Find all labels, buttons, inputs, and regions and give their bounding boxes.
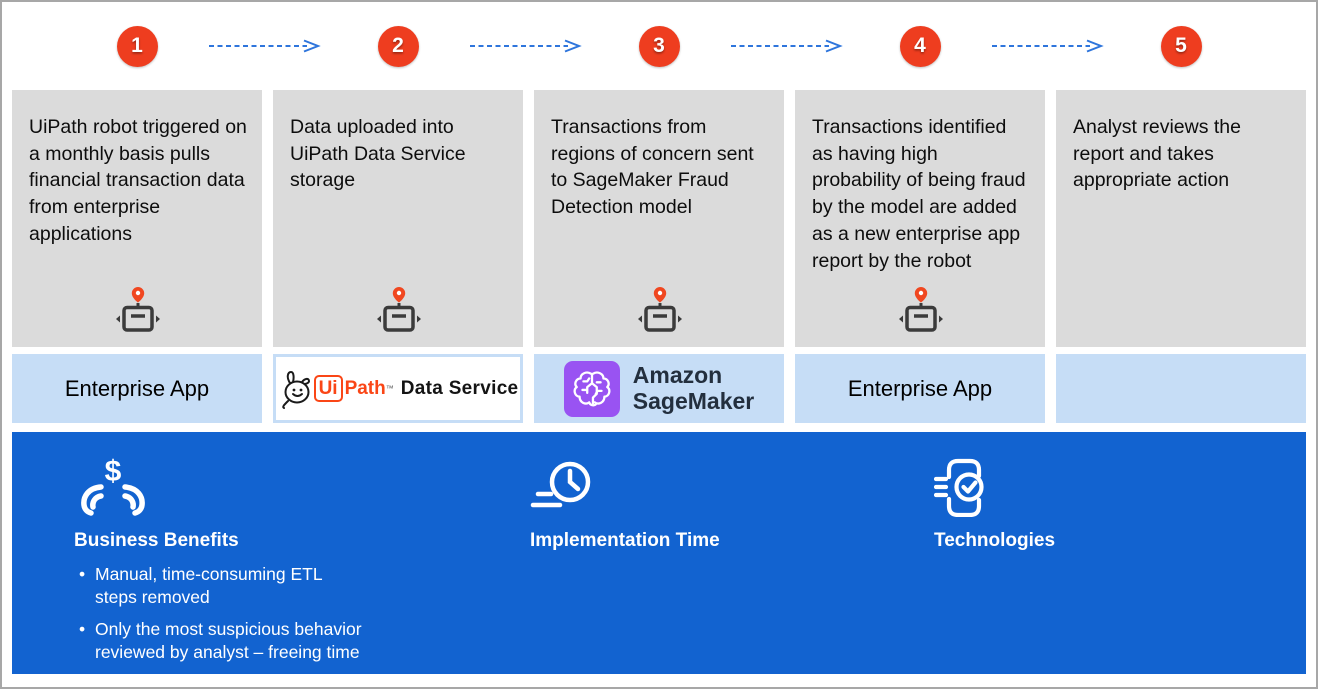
step-box-5: Analyst reviews the report and takes app… (1056, 90, 1306, 347)
benefits-bullet-list: Manual, time-consuming ETL steps removed… (74, 563, 362, 664)
uipath-path-text: Path (344, 377, 386, 399)
flow-arrow-icon (470, 39, 582, 53)
benefits-title: Business Benefits (74, 530, 239, 551)
flow-arrow-icon (992, 39, 1104, 53)
document-check-icon (934, 449, 1055, 517)
sagemaker-label: Amazon SageMaker (632, 361, 755, 414)
flow-arrow-icon (209, 39, 321, 53)
step-description: Transactions identified as having high p… (812, 116, 1026, 272)
step-description: UiPath robot triggered on a monthly basi… (29, 116, 247, 245)
step-box-2: Data uploaded into UiPath Data Service s… (273, 90, 523, 347)
uipath-robot-icon (377, 287, 421, 332)
step-description: Transactions from regions of concern sen… (551, 116, 754, 219)
platform-label: Enterprise App (64, 375, 210, 401)
platform-amazon-sagemaker: Amazon SageMaker (534, 354, 784, 423)
sagemaker-brain-icon (563, 360, 620, 417)
step-box-4: Transactions identified as having high p… (795, 90, 1045, 347)
step-number-badge: 3 (638, 25, 680, 67)
summary-panel: $ Business Benefits Manual, time-consumi… (12, 432, 1306, 674)
flow-arrow-icon (731, 39, 843, 53)
step-description: Data uploaded into UiPath Data Service s… (290, 116, 466, 192)
platform-empty (1056, 354, 1306, 423)
technologies-title: Technologies (934, 530, 1056, 551)
step-number-badge: 1 (116, 25, 158, 67)
implementation-time-group: Implementation Time (530, 449, 720, 552)
implementation-title: Implementation Time (530, 530, 720, 551)
step-number-badge: 5 (1160, 25, 1202, 67)
technologies-group: Technologies (934, 449, 1055, 552)
benefit-item: Only the most suspicious behavior review… (74, 618, 362, 664)
step-number-row: 1 2 3 4 5 (12, 2, 1306, 90)
step-description-row: UiPath robot triggered on a monthly basi… (12, 90, 1306, 347)
trademark-symbol: ™ (385, 384, 394, 393)
step-description: Analyst reviews the report and takes app… (1073, 116, 1241, 192)
step-number-badge: 4 (899, 25, 941, 67)
step-box-3: Transactions from regions of concern sen… (534, 90, 784, 347)
hands-dollar-icon: $ (74, 449, 362, 517)
svg-text:$: $ (105, 455, 122, 488)
uipath-ui-badge: Ui (313, 374, 343, 403)
uipath-robot-icon (638, 287, 682, 332)
uipath-robot-icon (116, 287, 160, 332)
step-number-badge: 2 (377, 25, 419, 67)
platform-label: Enterprise App (847, 375, 993, 401)
data-service-text: Data Service (400, 377, 519, 399)
uipath-mascot-icon (281, 370, 310, 409)
platform-enterprise-app-2: Enterprise App (795, 354, 1045, 423)
sagemaker-logo: Amazon SageMaker (563, 360, 755, 417)
step-box-1: UiPath robot triggered on a monthly basi… (12, 90, 262, 347)
uipath-robot-icon (899, 287, 943, 332)
business-benefits-group: $ Business Benefits Manual, time-consumi… (74, 449, 362, 673)
platform-enterprise-app-1: Enterprise App (12, 354, 262, 423)
benefit-item: Manual, time-consuming ETL steps removed (74, 563, 362, 609)
clock-speed-icon (530, 449, 720, 517)
